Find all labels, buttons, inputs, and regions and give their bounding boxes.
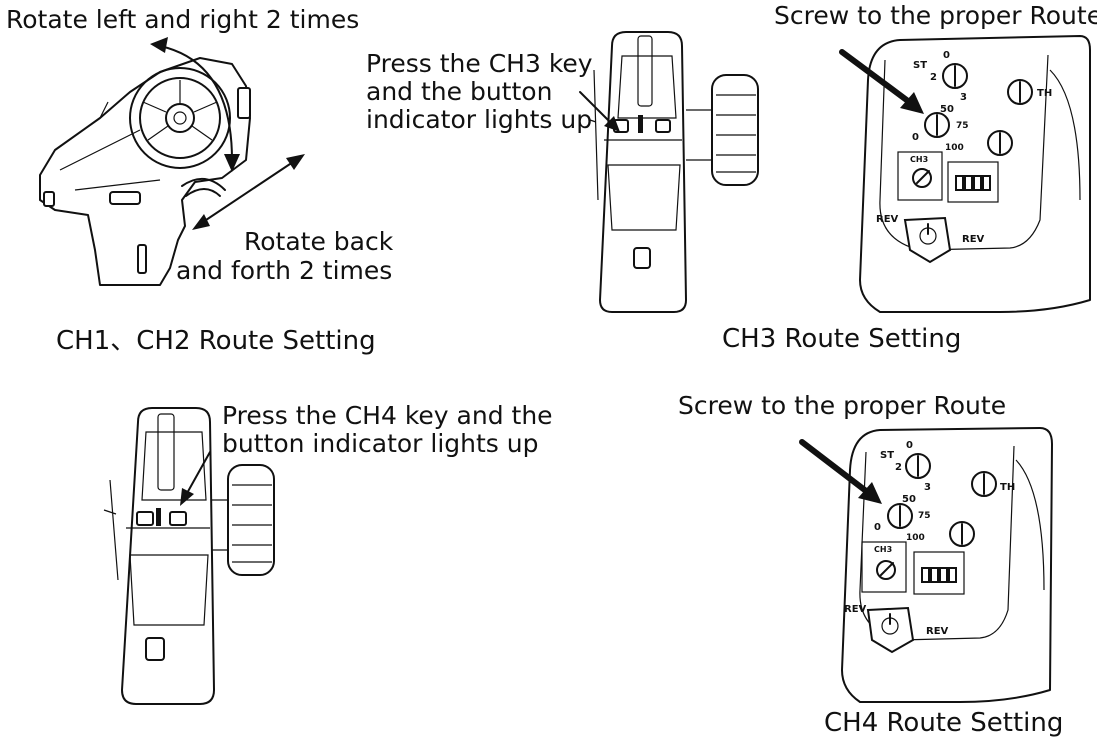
ch4-caption: CH4 Route Setting (824, 708, 1064, 738)
ch3-panel-label-st: ST (913, 60, 927, 71)
ch4-press-note-line1: Press the CH4 key and the (222, 401, 553, 430)
ch12-rotate-left-right-note: Rotate left and right 2 times (6, 5, 360, 34)
ch12-rotate-back-note-line1: Rotate back (244, 227, 394, 256)
ch3-panel-label-rev-right: REV (962, 234, 985, 245)
ch3-press-note-line3: indicator lights up (366, 105, 593, 134)
ch3-press-note-line2: and the button (366, 77, 553, 106)
ch3-panel-tick-0: 0 (943, 50, 950, 61)
ch3-press-note-line1: Press the CH3 key (366, 49, 593, 78)
ch12-rotate-back-note-line2: and forth 2 times (176, 256, 393, 285)
ch3-panel-tick-100: 100 (945, 143, 964, 153)
ch4-press-note-line2: button indicator lights up (222, 429, 539, 458)
ch4-panel-tick-2: 2 (895, 462, 902, 473)
ch3-panel-label-rev-left: REV (876, 214, 899, 225)
ch4-panel-tick-50: 50 (902, 494, 916, 505)
ch3-panel-tick-2: 2 (930, 72, 937, 83)
ch4-screw-label: Screw to the proper Route (678, 391, 1007, 420)
ch3-panel-label-ch3: CH3 (910, 155, 928, 164)
ch4-panel-tick-3: 3 (924, 482, 931, 493)
dial-panel-ch4: ST TH 0 2 3 50 75 100 0 CH3 REV REV (799, 427, 1053, 703)
ch3-panel-tick-75: 75 (956, 121, 969, 131)
ch3-panel-tick-0b: 0 (912, 132, 919, 143)
ch3-screw-label: Screw to the proper Route (774, 1, 1097, 30)
transmitter-top-view-ch3 (579, 31, 759, 313)
ch4-panel-label-th: TH (1000, 482, 1015, 493)
ch12-caption: CH1、CH2 Route Setting (56, 326, 376, 356)
ch3-panel-label-th: TH (1037, 88, 1052, 99)
transmitter-top-view-ch4 (103, 407, 275, 705)
ch4-panel-label-st: ST (880, 450, 894, 461)
dial-panel-ch3: ST TH 0 2 3 50 75 100 0 CH3 REV REV (839, 35, 1091, 313)
ch4-panel-tick-75: 75 (918, 511, 931, 521)
ch4-panel-tick-100: 100 (906, 533, 925, 543)
ch3-panel-tick-50: 50 (940, 104, 954, 115)
ch4-panel-tick-0b: 0 (874, 522, 881, 533)
ch4-panel-label-ch3: CH3 (874, 545, 892, 554)
ch4-panel-tick-0: 0 (906, 440, 913, 451)
ch3-panel-tick-3: 3 (960, 92, 967, 103)
ch3-caption: CH3 Route Setting (722, 324, 962, 354)
ch4-panel-label-rev-left: REV (844, 604, 867, 615)
transmitter-side-view (39, 37, 305, 286)
ch4-panel-label-rev-right: REV (926, 626, 949, 637)
